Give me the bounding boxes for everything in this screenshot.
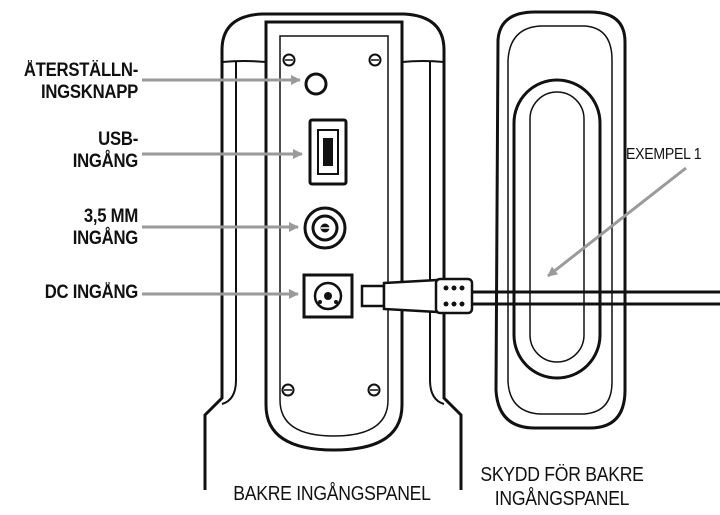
rear-panel-caption: BAKRE INGÅNGSPANEL — [221, 482, 443, 506]
cable-mask-in-slot — [531, 294, 583, 302]
rear-panel-plate-inner — [279, 35, 389, 437]
callout-arrows — [142, 75, 687, 299]
dc-label-text: DC INGÅNG — [44, 282, 139, 303]
rear-panel-caption-text: BAKRE INGÅNGSPANEL — [233, 483, 431, 505]
dc-label: DC INGÅNG — [17, 282, 139, 304]
dc-plug-icon — [360, 277, 474, 315]
usb-label: USB- INGÅNG — [17, 129, 139, 173]
example-label: EXEMPEL 1 — [626, 144, 709, 166]
reset-label-line2: INGSKNAPP — [40, 82, 138, 103]
cover-caption: SKYDD FÖR BAKRE INGÅNGSPANEL — [474, 463, 650, 511]
audio-label-line2: INGÅNG — [72, 228, 139, 249]
rear-panel-shoulder-left — [221, 60, 267, 63]
rear-panel-outer-shell — [203, 12, 463, 490]
dc-jack-icon — [302, 273, 354, 319]
cover-inner-outline — [507, 25, 613, 415]
screw-icon — [281, 383, 295, 397]
cover-caption-line2: INGÅNGSPANEL — [494, 488, 630, 510]
cover-slot-inner — [529, 91, 585, 363]
usb-label-line2: INGÅNG — [72, 151, 139, 172]
screw-icon — [367, 383, 381, 397]
cover-slot — [512, 78, 602, 380]
audio-label: 3,5 MM INGÅNG — [17, 206, 139, 250]
audio-jack-icon — [303, 206, 347, 250]
usb-label-line1: USB- — [98, 129, 138, 150]
cover-caption-line1: SKYDD FÖR BAKRE — [480, 464, 644, 486]
screw-icon — [368, 53, 382, 67]
rear-panel-cover — [470, 10, 720, 430]
rear-panel-shoulder-right — [401, 60, 445, 63]
reset-button-icon — [304, 72, 328, 96]
rear-panel-rail-left — [221, 62, 237, 405]
usb-port-icon — [308, 118, 348, 186]
example-label-text: EXEMPEL 1 — [626, 146, 702, 163]
rear-panel-rail-right — [429, 62, 445, 405]
rear-input-panel — [203, 12, 463, 490]
example-arrow — [547, 166, 687, 278]
reset-label-line1: ÅTERSTÄLLN- — [23, 60, 138, 81]
reset-label: ÅTERSTÄLLN- INGSKNAPP — [17, 60, 138, 104]
audio-label-line1: 3,5 MM — [83, 206, 138, 227]
screw-icon — [282, 53, 296, 67]
